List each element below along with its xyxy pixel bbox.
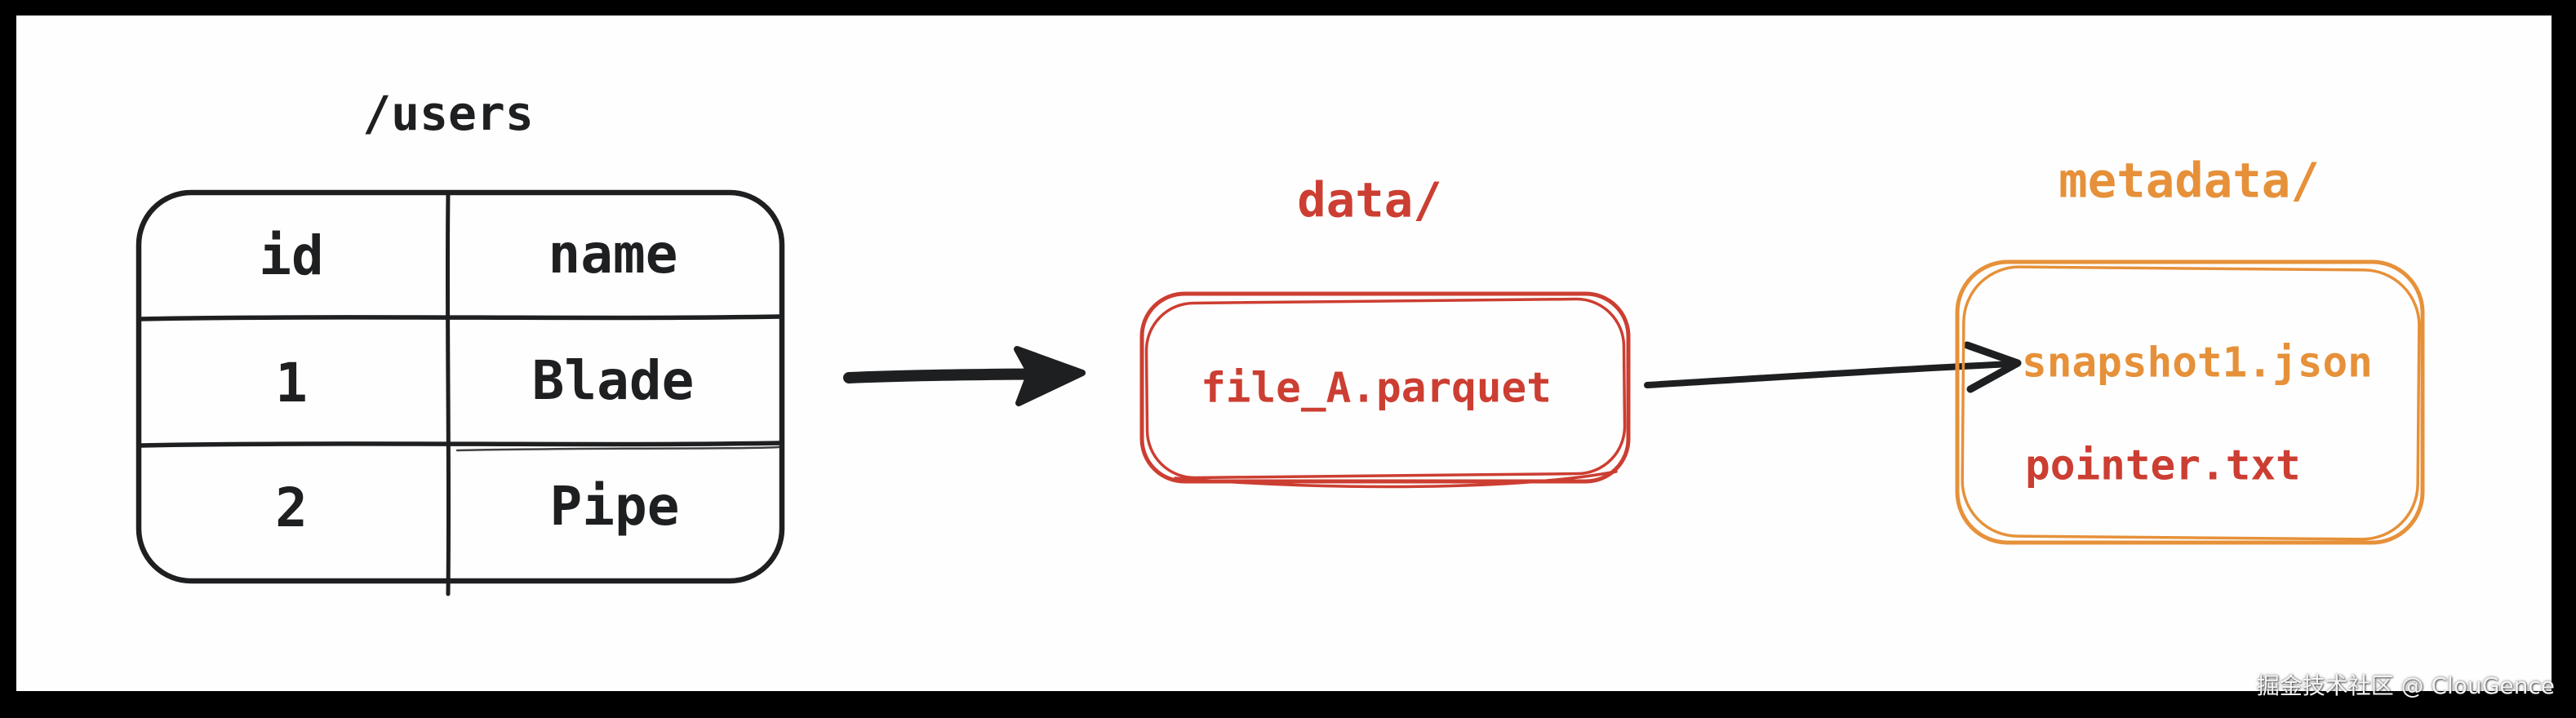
users-table-row-divider-2-echo: [455, 445, 780, 452]
users-table-cell-row1-id: 1: [275, 352, 308, 414]
data-folder-file-parquet: file_A.parquet: [1201, 364, 1552, 413]
users-table-header-id: id: [259, 224, 324, 287]
frame-bar-left: [0, 0, 16, 718]
users-table-cell-row2-id: 2: [275, 476, 308, 539]
data-folder-box-outline: [1139, 291, 1631, 484]
users-table-cell-row2-name: Pipe: [549, 475, 680, 538]
watermark: 掘金技术社区 @ ClouGence: [2256, 672, 2555, 699]
frame-bar-bottom: [0, 691, 2576, 718]
data-folder-box-bottom-stroke: [1174, 470, 1618, 489]
arrow-table-to-data: [843, 346, 1086, 406]
users-table-header-name: name: [548, 223, 678, 286]
users-table-column-divider: [445, 192, 451, 596]
arrow-data-to-metadata-head: [1963, 341, 2022, 393]
metadata-folder-file-pointer: pointer.txt: [2025, 441, 2301, 490]
users-table-row-divider-2: [139, 441, 783, 448]
users-table-row-divider-1: [138, 314, 783, 321]
arrow-data-to-metadata: [1644, 341, 2022, 393]
users-table-cell-row1-name: Blade: [531, 349, 695, 412]
arrow-data-to-metadata-shaft: [1644, 361, 2016, 388]
metadata-folder-file-snapshot: snapshot1.json: [2022, 339, 2373, 388]
arrow-table-to-data-head: [1014, 346, 1086, 406]
metadata-folder-box: [1955, 259, 2425, 545]
users-table-outline: [135, 189, 785, 584]
data-folder-label: data/: [1297, 171, 1442, 228]
data-folder-box-outline-echo: [1144, 297, 1627, 480]
frame-bar-top: [0, 0, 2576, 16]
metadata-folder-box-outline: [1955, 259, 2425, 545]
frame-bar-right: [2552, 0, 2576, 718]
users-table-title: /users: [362, 86, 534, 141]
metadata-folder-label: metadata/: [2059, 152, 2320, 209]
data-folder-box: [1139, 291, 1631, 489]
metadata-folder-box-outline-echo: [1961, 265, 2421, 541]
